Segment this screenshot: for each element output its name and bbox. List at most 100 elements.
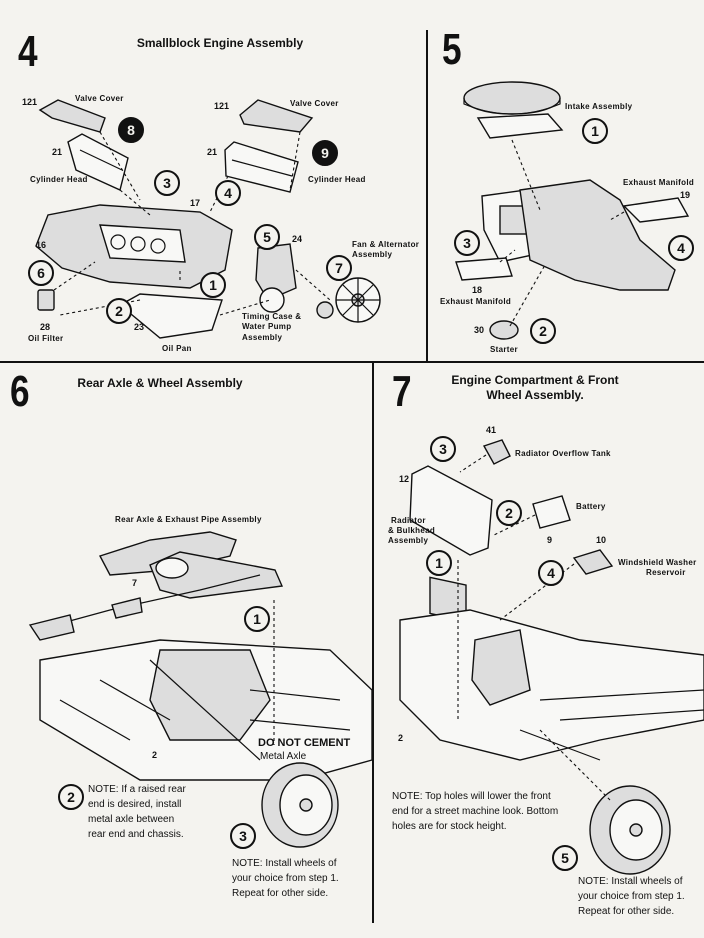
step6-note-wheels-line-3: Repeat for other side. [232, 888, 329, 899]
step4-callout-9: 9 [312, 140, 338, 166]
step5-part-30: 30 [474, 325, 485, 335]
step4-callout-4: 4 [215, 180, 241, 206]
step4-fan [316, 277, 381, 323]
step4-callout-8: 8 [118, 117, 144, 143]
step7-number: 7 [392, 367, 412, 416]
step5-part-18: 18 [472, 285, 483, 295]
step5-exhaust-manifold-left [455, 257, 513, 281]
step6-part-7: 7 [132, 578, 138, 588]
step7-note-wheels: NOTE: Install wheels of your choice from… [578, 874, 685, 919]
step4-label-fan-alternator-2: Assembly [352, 250, 393, 259]
step4-part-16: 16 [36, 240, 47, 250]
step6-note-wheels-line-1: NOTE: Install wheels of [232, 858, 337, 869]
step5-exhaust-manifold-right [622, 197, 690, 223]
step7-radiator [409, 465, 493, 622]
step5-engine-block [519, 179, 676, 291]
step6-note-axle-line-4: rear end and chassis. [88, 829, 184, 840]
step6-note-axle-line-1: NOTE: If a raised rear [88, 784, 186, 795]
divider-horizontal [0, 361, 704, 363]
step7-label-radiator-2: & Bulkhead [388, 526, 436, 535]
step4-valve-cover-right [239, 99, 314, 133]
step6-chassis [39, 639, 373, 781]
step4-cylinder-head-left [67, 133, 129, 191]
step5-starter [489, 320, 519, 340]
step4-part-21a: 21 [52, 147, 63, 157]
step7-label-washer: Windshield Washer [618, 558, 697, 567]
divider-vertical-bottom [372, 363, 374, 923]
step7-label-radiator-3: Assembly [388, 536, 429, 545]
step4-cylinder-head-right [224, 141, 299, 193]
step7-overflow-tank [482, 439, 511, 465]
step5-label-exhaust-right: Exhaust Manifold [623, 178, 695, 187]
step7-part-41: 41 [486, 425, 497, 435]
step4-valve-cover-left [38, 99, 106, 133]
step7-callout-3: 3 [430, 436, 456, 462]
step4-engine-block [35, 204, 233, 289]
step4-part-121b: 121 [214, 101, 230, 111]
step4-part-121a: 121 [22, 97, 38, 107]
step5-label-intake: Intake Assembly [565, 102, 633, 111]
step7-part-9: 9 [547, 535, 553, 545]
step4-oil-filter [37, 289, 55, 311]
step6-label-metal-axle: Metal Axle [260, 751, 307, 762]
step7-label-battery: Battery [576, 502, 606, 511]
step6-callout-3: 3 [230, 823, 256, 849]
step6-rear-axle [98, 531, 284, 599]
step7-label-radiator: Radiator [391, 516, 426, 525]
step5-part-19: 19 [680, 190, 691, 200]
step7-part-2: 2 [398, 733, 404, 743]
step6-note-axle-line-3: metal axle between [88, 814, 175, 825]
step6-callout-1: 1 [244, 606, 270, 632]
step7-label-overflow: Radiator Overflow Tank [515, 449, 611, 458]
step4-timing-case [255, 243, 297, 313]
step5-callout-2: 2 [530, 318, 556, 344]
step5-callout-4: 4 [668, 235, 694, 261]
step4-label-oil-pan: Oil Pan [162, 344, 192, 353]
step6-callout-2: 2 [58, 784, 84, 810]
step4-label-oil-filter: Oil Filter [28, 334, 64, 343]
step4-callout-7: 7 [326, 255, 352, 281]
step4-label-timing-case-2: Water Pump [242, 322, 292, 331]
step7-callout-5: 5 [552, 845, 578, 871]
step7-note-wheels-line-1: NOTE: Install wheels of [578, 876, 683, 887]
divider-vertical-top [426, 30, 428, 362]
step4-part-24: 24 [292, 234, 303, 244]
step7-part-10: 10 [596, 535, 607, 545]
step6-part-2: 2 [152, 750, 158, 760]
step5-label-starter: Starter [490, 345, 518, 354]
step4-callout-5: 5 [254, 224, 280, 250]
step5-air-cleaner [463, 81, 564, 139]
step6-note-axle: NOTE: If a raised rear end is desired, i… [88, 782, 186, 842]
step6-title: Rear Axle & Wheel Assembly [77, 376, 243, 390]
step5-label-exhaust-left: Exhaust Manifold [440, 297, 512, 306]
step4-part-17: 17 [190, 198, 201, 208]
step7-note-wheels-line-2: your choice from step 1. [578, 891, 685, 902]
step4-callout-3: 3 [154, 170, 180, 196]
step7-callout-2: 2 [496, 500, 522, 526]
step4-label-valve-cover-right: Valve Cover [290, 99, 339, 108]
step6-warning-do-not-cement: DO NOT CEMENT [258, 737, 351, 749]
step7-title-line-1: Engine Compartment & Front [451, 373, 619, 387]
step6-rear-wheel [261, 762, 339, 848]
step4-label-cylinder-head-left: Cylinder Head [30, 175, 88, 184]
step5-callout-1: 1 [582, 118, 608, 144]
step4-number: 4 [18, 27, 38, 76]
step7-washer-reservoir [572, 549, 614, 575]
step7-battery [532, 495, 571, 529]
step7-part-12: 12 [399, 474, 410, 484]
step7-callout-1: 1 [426, 550, 452, 576]
step4-part-28: 28 [40, 322, 51, 332]
step6-note-wheels: NOTE: Install wheels of your choice from… [232, 856, 339, 901]
step7-title: Engine Compartment & Front Wheel Assembl… [440, 373, 630, 403]
step7-front-wheel [589, 785, 671, 875]
step4-label-valve-cover-left: Valve Cover [75, 94, 124, 103]
step6-note-wheels-line-2: your choice from step 1. [232, 873, 339, 884]
step6-label-axle-exhaust: Rear Axle & Exhaust Pipe Assembly [115, 515, 262, 524]
step4-oil-pan [118, 293, 223, 339]
step4-label-fan-alternator: Fan & Alternator [352, 240, 420, 249]
step5-callout-3: 3 [454, 230, 480, 256]
step7-note-wheels-line-3: Repeat for other side. [578, 906, 675, 917]
step6-exhaust-pipe [28, 574, 261, 641]
